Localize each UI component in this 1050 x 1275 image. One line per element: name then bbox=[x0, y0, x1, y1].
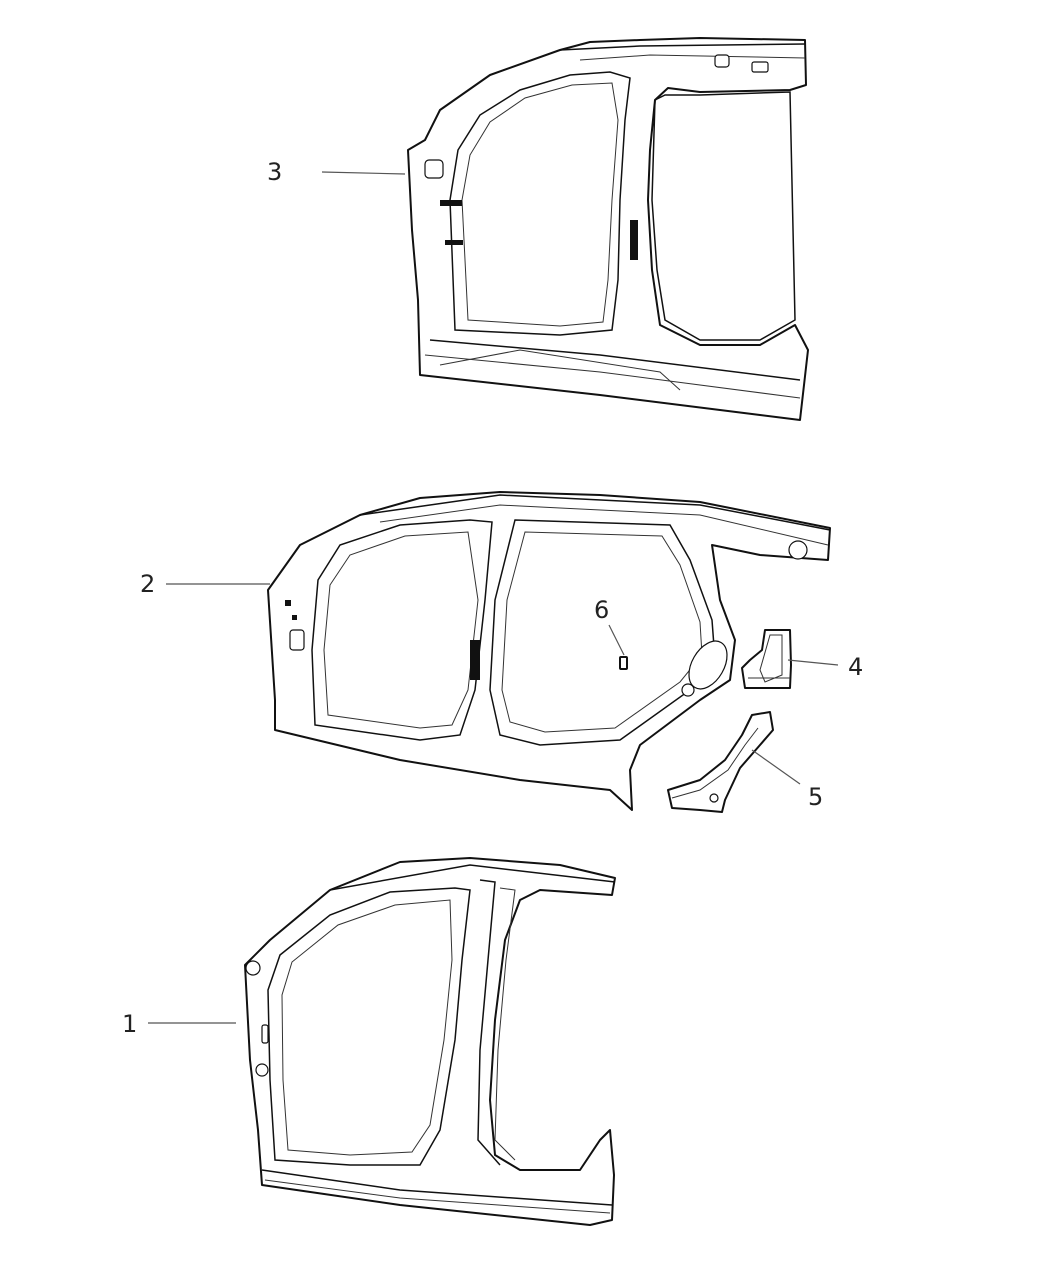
callout-1: 1 bbox=[122, 1010, 138, 1038]
part-2-body-side-aperture bbox=[267, 491, 831, 811]
leader-line-6 bbox=[608, 624, 625, 656]
part-3-inner-body-side bbox=[407, 37, 809, 421]
callout-2: 2 bbox=[140, 570, 156, 598]
part-1-outer-body-side bbox=[244, 857, 616, 1226]
leader-line-4 bbox=[787, 659, 839, 666]
callout-6: 6 bbox=[594, 596, 610, 624]
leader-line-5 bbox=[751, 749, 801, 785]
part-5-wheelhouse-extension bbox=[667, 711, 774, 813]
part-6-clip bbox=[619, 656, 628, 670]
callout-5: 5 bbox=[808, 783, 824, 811]
part-4-reinforcement bbox=[741, 629, 792, 689]
callout-3: 3 bbox=[267, 158, 283, 186]
callout-4: 4 bbox=[848, 653, 864, 681]
leader-line-3 bbox=[321, 171, 406, 175]
